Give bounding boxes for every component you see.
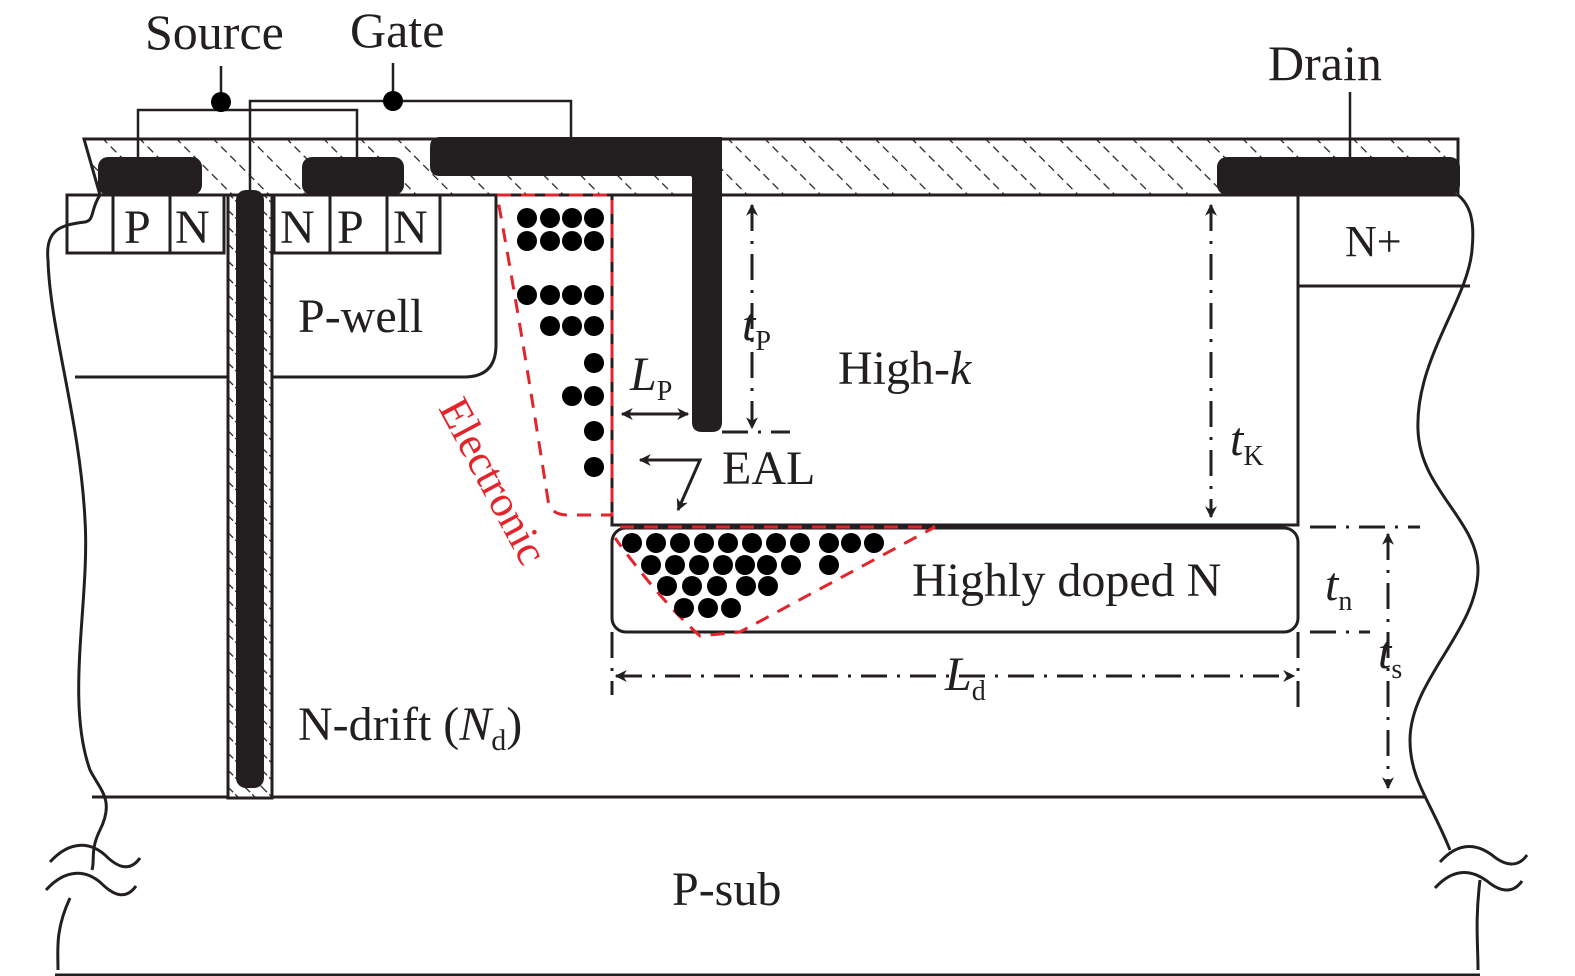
electron-dot xyxy=(584,285,604,305)
terminal-wiring xyxy=(136,63,1352,190)
electron-dot xyxy=(646,533,666,553)
electron-dot xyxy=(540,231,560,251)
source-label: Source xyxy=(145,4,284,60)
ts-label: ts xyxy=(1378,626,1402,685)
electron-dot xyxy=(674,598,694,618)
electron-dot xyxy=(517,285,537,305)
field-oxide-layer xyxy=(82,137,1460,197)
source-node xyxy=(211,92,231,112)
electron-dot xyxy=(641,555,661,575)
drain-contact xyxy=(1217,157,1460,195)
dimension-lines xyxy=(610,203,1420,790)
electron-dot xyxy=(584,386,604,406)
region-high-k: High-k xyxy=(838,342,973,395)
electron-dot xyxy=(713,555,733,575)
electron-dot xyxy=(766,533,786,553)
region-n-mid: N xyxy=(280,201,315,254)
highly-doped-n-region xyxy=(610,526,1300,634)
electron-dot xyxy=(718,533,738,553)
electron-region-vertical xyxy=(495,193,614,517)
electron-dot xyxy=(698,598,718,618)
electron-dot xyxy=(841,533,861,553)
electron-dot xyxy=(665,555,685,575)
p-well-region xyxy=(270,193,498,379)
electron-dot xyxy=(562,285,582,305)
electronic-label: Electronic xyxy=(429,390,557,573)
ld-label: Ld xyxy=(944,648,986,707)
electron-dot xyxy=(517,231,537,251)
electron-dot xyxy=(742,533,762,553)
electron-dot xyxy=(757,555,777,575)
gate-label: Gate xyxy=(350,2,444,58)
electron-dot xyxy=(562,231,582,251)
electron-dot xyxy=(736,576,756,596)
region-n-right: N xyxy=(393,201,428,254)
lp-label: LP xyxy=(629,348,672,407)
gate-node xyxy=(383,91,403,111)
tn-label: tn xyxy=(1325,558,1352,617)
field-plate-gate xyxy=(430,137,722,432)
electron-dot xyxy=(819,555,839,575)
region-n-plus: N+ xyxy=(1345,217,1402,266)
electron-dot xyxy=(694,533,714,553)
electron-region-horizontal xyxy=(613,525,936,638)
source-contact-left xyxy=(98,157,202,195)
region-p-left: P xyxy=(124,201,151,254)
tp-label: tP xyxy=(742,298,771,357)
electron-dot xyxy=(735,555,755,575)
electron-dots-horizontal xyxy=(622,533,884,618)
eal-label: EAL xyxy=(722,442,815,495)
electron-dot xyxy=(622,533,642,553)
source-contact-right xyxy=(302,157,404,195)
region-highly-doped-n: Highly doped N xyxy=(912,554,1221,607)
electron-dot xyxy=(584,208,604,228)
electron-dot xyxy=(584,353,604,373)
electron-dot xyxy=(689,555,709,575)
electron-dot xyxy=(540,285,560,305)
electron-dot xyxy=(657,576,677,596)
electron-dot xyxy=(584,231,604,251)
electron-dots-vertical xyxy=(517,208,604,477)
electron-dot xyxy=(864,533,884,553)
electron-dot xyxy=(790,533,810,553)
electron-dot xyxy=(562,316,582,336)
electron-dot xyxy=(707,576,727,596)
electron-dot xyxy=(819,533,839,553)
electron-dot xyxy=(758,576,778,596)
eal-arrow xyxy=(638,454,703,512)
electron-dot xyxy=(584,316,604,336)
drain-label: Drain xyxy=(1268,35,1382,91)
electron-dot xyxy=(670,533,690,553)
electron-dot xyxy=(517,208,537,228)
region-n-drift: N-drift (Nd) xyxy=(298,698,522,757)
tk-label: tK xyxy=(1230,413,1264,472)
electron-dot xyxy=(584,457,604,477)
region-p-well: P-well xyxy=(298,290,423,343)
electron-dot xyxy=(562,208,582,228)
electron-dot xyxy=(721,598,741,618)
region-n-left: N xyxy=(175,201,210,254)
break-symbol-right xyxy=(1438,845,1529,866)
break-symbol-left xyxy=(48,843,142,869)
trench-gate-electrode xyxy=(236,190,264,788)
electron-dot xyxy=(540,316,560,336)
region-p-sub: P-sub xyxy=(672,863,781,916)
electron-dot xyxy=(584,421,604,441)
device-outline xyxy=(44,193,1529,976)
electron-dot xyxy=(781,555,801,575)
electron-dot xyxy=(682,576,702,596)
electron-dot xyxy=(540,208,560,228)
region-p-mid: P xyxy=(337,201,364,254)
electron-dot xyxy=(562,386,582,406)
